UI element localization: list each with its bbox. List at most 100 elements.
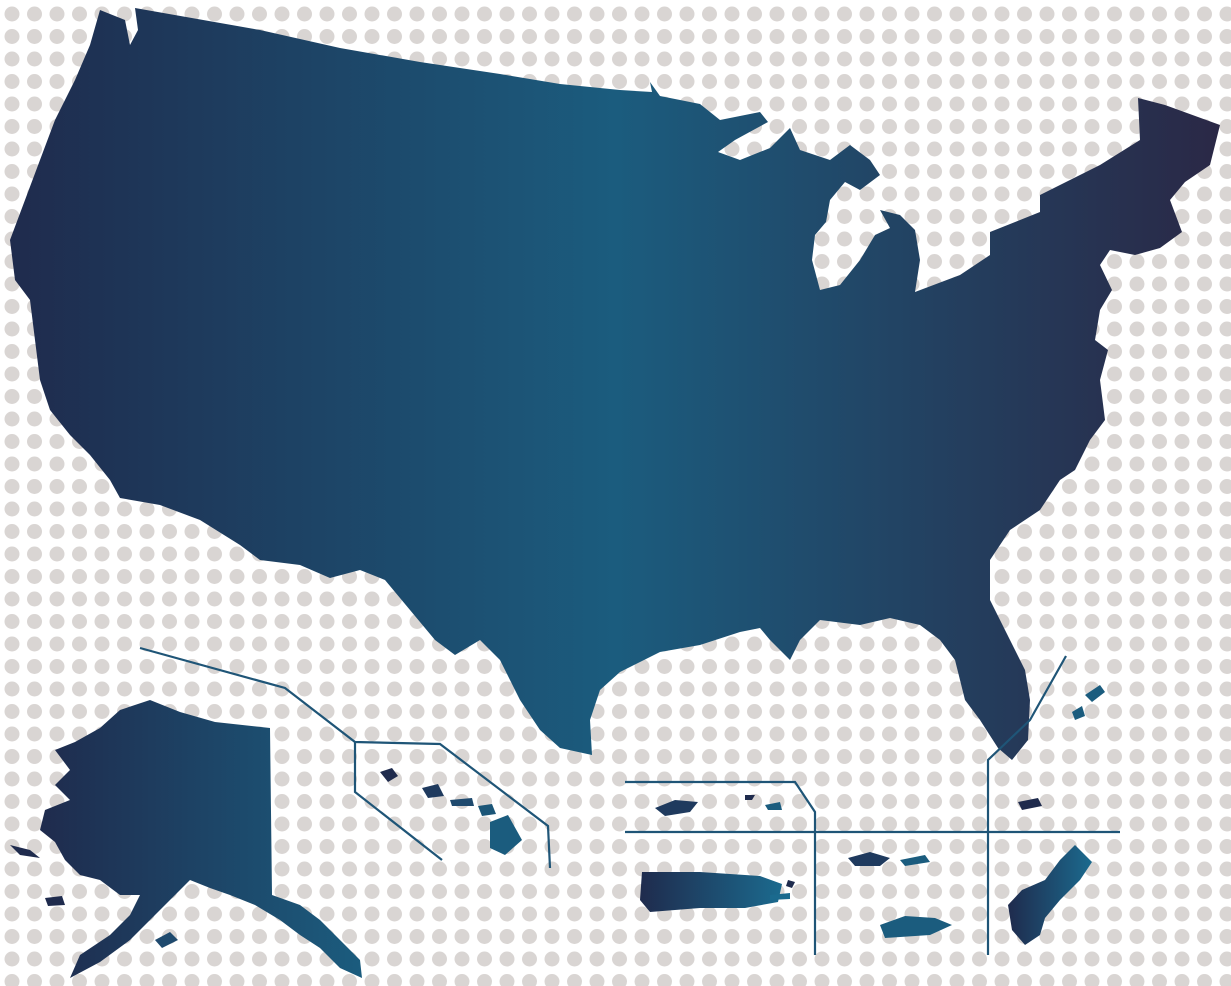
background-dot xyxy=(1219,546,1231,562)
background-dot xyxy=(1197,231,1212,247)
background-dot xyxy=(1084,749,1100,764)
background-dot xyxy=(27,749,42,764)
background-dot xyxy=(4,771,20,787)
background-dot xyxy=(454,704,470,719)
background-dot xyxy=(1107,681,1122,697)
background-dot xyxy=(792,681,807,697)
background-dot xyxy=(724,816,740,832)
background-dot xyxy=(1107,861,1122,877)
background-dot xyxy=(1174,96,1190,112)
background-dot xyxy=(1039,704,1055,719)
background-dot xyxy=(387,636,402,652)
background-dot xyxy=(724,74,740,89)
background-dot xyxy=(1152,614,1167,629)
background-dot xyxy=(702,929,717,944)
background-dot xyxy=(1174,321,1190,337)
background-dot xyxy=(927,96,942,112)
background-dot xyxy=(1197,659,1212,674)
background-dot xyxy=(544,6,560,22)
background-dot xyxy=(207,569,222,584)
background-dot xyxy=(477,951,492,967)
background-dot xyxy=(432,51,447,67)
background-dot xyxy=(1219,816,1231,832)
background-dot xyxy=(1017,749,1032,764)
background-dot xyxy=(1062,546,1077,562)
background-dot xyxy=(1039,839,1055,854)
background-dot xyxy=(522,884,537,899)
background-dot xyxy=(1039,74,1055,89)
background-dot xyxy=(27,389,42,404)
background-dot xyxy=(319,29,335,44)
background-dot xyxy=(994,186,1010,202)
background-dot xyxy=(297,794,312,809)
background-dot xyxy=(252,951,267,967)
background-dot xyxy=(904,704,920,719)
background-dot xyxy=(837,794,852,809)
background-dot xyxy=(634,974,650,986)
background-dot xyxy=(432,951,447,967)
background-dot xyxy=(1017,141,1032,157)
background-dot xyxy=(432,884,447,899)
background-dot xyxy=(949,771,965,787)
background-dot xyxy=(1017,951,1032,967)
background-dot xyxy=(387,29,402,44)
background-dot xyxy=(27,456,42,472)
background-dot xyxy=(702,771,717,787)
background-dot xyxy=(612,906,627,922)
background-dot xyxy=(724,681,740,697)
background-dot xyxy=(1129,771,1145,787)
background-dot xyxy=(184,614,200,629)
background-dot xyxy=(904,74,920,89)
background-dot xyxy=(1062,29,1077,44)
background-dot xyxy=(1174,771,1190,787)
background-dot xyxy=(747,749,762,764)
background-dot xyxy=(1129,929,1145,944)
background-dot xyxy=(229,929,245,944)
background-dot xyxy=(927,861,942,877)
background-dot xyxy=(432,726,447,742)
background-dot xyxy=(1129,636,1145,652)
background-dot xyxy=(702,659,717,674)
background-dot xyxy=(702,816,717,832)
background-dot xyxy=(1152,411,1167,427)
background-dot xyxy=(1174,704,1190,719)
background-dot xyxy=(1129,51,1145,67)
background-dot xyxy=(589,839,605,854)
background-dot xyxy=(27,141,42,157)
background-dot xyxy=(274,749,290,764)
background-dot xyxy=(297,726,312,742)
background-dot xyxy=(1039,546,1055,562)
background-dot xyxy=(1084,884,1100,899)
background-dot xyxy=(1039,96,1055,112)
background-dot xyxy=(589,771,605,787)
background-dot xyxy=(1017,74,1032,89)
background-dot xyxy=(837,951,852,967)
background-dot xyxy=(117,591,132,607)
background-dot xyxy=(432,816,447,832)
background-dot xyxy=(1152,906,1167,922)
background-dot xyxy=(72,884,87,899)
background-dot xyxy=(747,861,762,877)
background-dot xyxy=(814,929,830,944)
background-dot xyxy=(837,659,852,674)
background-dot xyxy=(1129,681,1145,697)
background-dot xyxy=(94,974,110,986)
background-dot xyxy=(4,456,20,472)
background-dot xyxy=(319,816,335,832)
background-dot xyxy=(1197,929,1212,944)
background-dot xyxy=(4,51,20,67)
background-dot xyxy=(274,6,290,22)
background-dot xyxy=(634,839,650,854)
background-dot xyxy=(1062,974,1077,986)
background-dot xyxy=(319,906,335,922)
background-dot xyxy=(882,96,897,112)
background-dot xyxy=(1129,794,1145,809)
background-dot xyxy=(882,974,897,986)
background-dot xyxy=(49,524,65,539)
background-dot xyxy=(634,704,650,719)
background-dot xyxy=(1174,906,1190,922)
background-dot xyxy=(342,929,357,944)
background-dot xyxy=(1129,591,1145,607)
background-dot xyxy=(342,6,357,22)
background-dot xyxy=(409,929,425,944)
